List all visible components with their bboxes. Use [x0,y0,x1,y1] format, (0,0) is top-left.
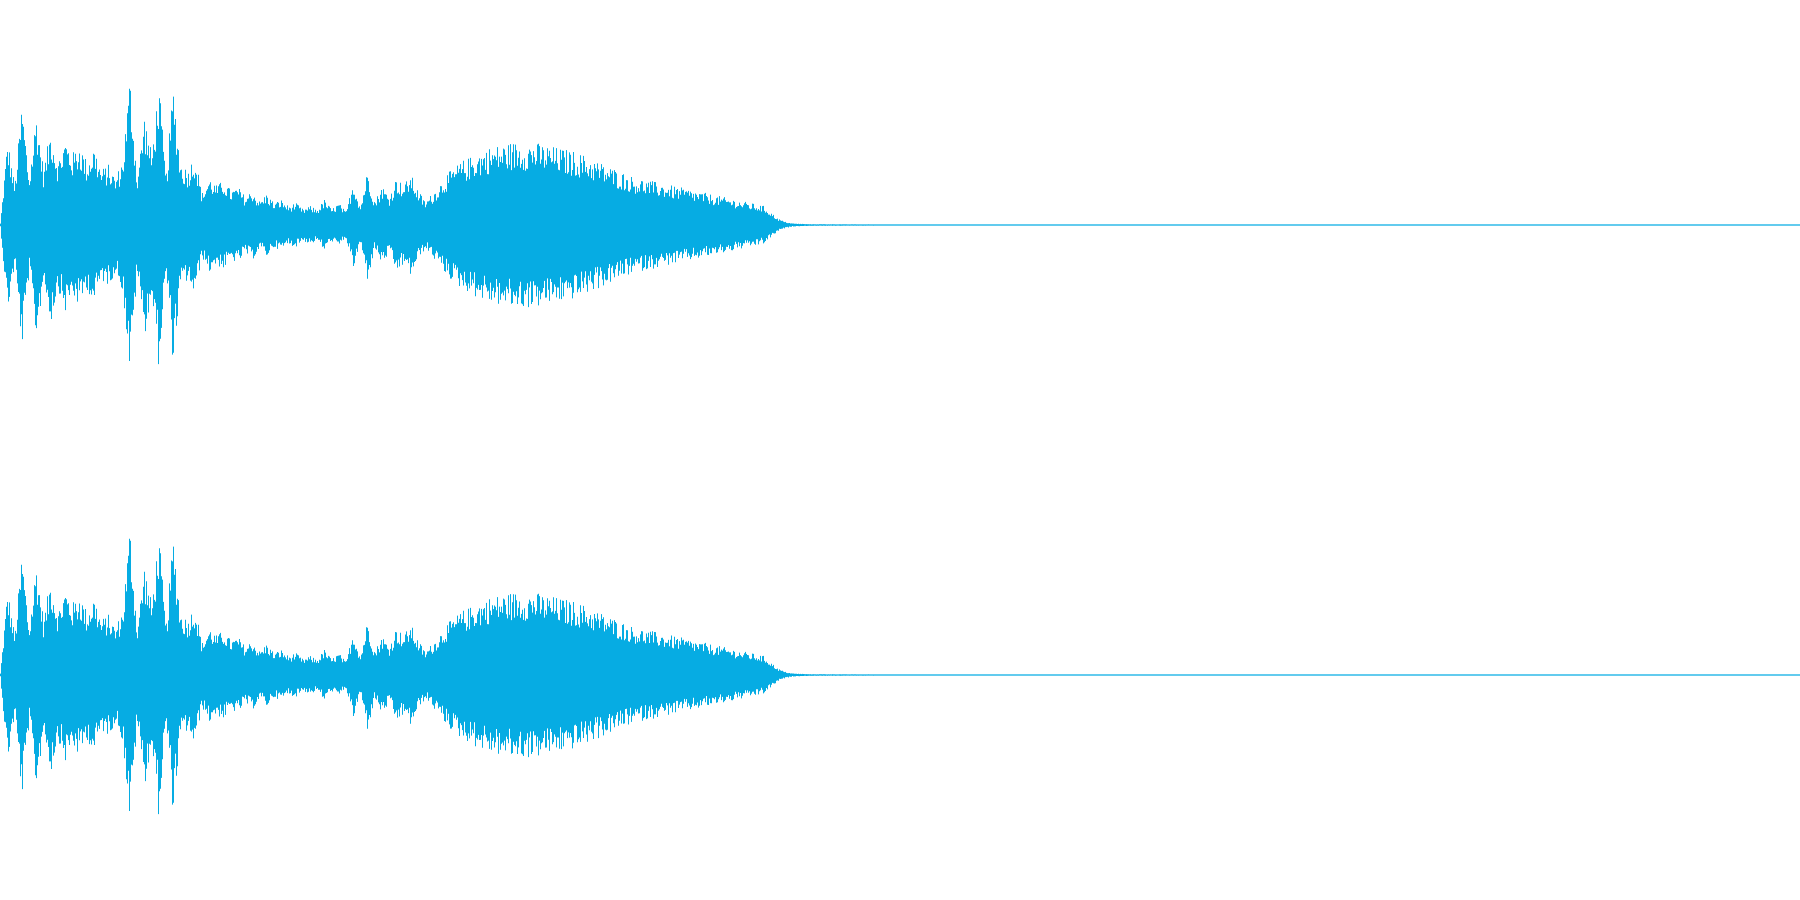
waveform-samples [0,88,1043,365]
waveform-samples [0,538,1043,815]
channel-right-waveform [0,538,1800,815]
channel-left-waveform [0,88,1800,365]
